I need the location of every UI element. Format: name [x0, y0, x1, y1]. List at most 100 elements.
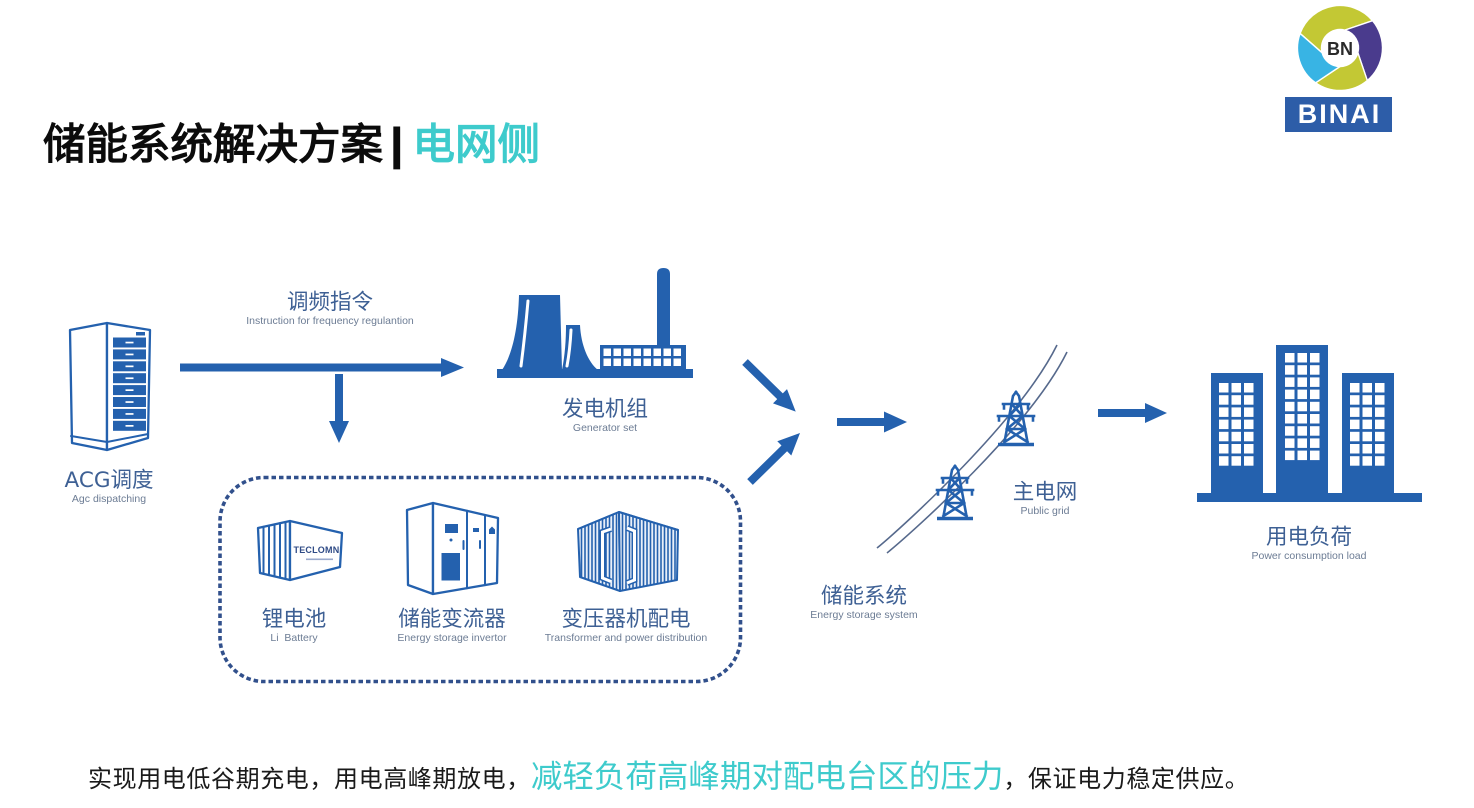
building-window — [1231, 383, 1241, 393]
building-window — [1375, 395, 1385, 405]
building-window — [1244, 456, 1254, 466]
building-window — [1297, 353, 1307, 363]
agc-dispatch-label-cn: ACG调度 — [64, 468, 154, 493]
building-window — [1375, 407, 1385, 417]
building-window — [1310, 389, 1320, 400]
building-window — [1219, 407, 1229, 417]
logo-blade-left — [1296, 32, 1341, 84]
building-window — [1285, 438, 1295, 448]
transformer-label-cn: 变压器机配电 — [561, 607, 691, 632]
transformer-label-en: Transformer and power distribution — [544, 632, 708, 644]
power-line-upper — [876, 344, 1058, 549]
container-brand-mark: TECLOMN — [294, 545, 340, 555]
rack-drawer-handle — [125, 377, 134, 380]
rack-drawer-handle — [125, 425, 134, 427]
storage-system-label-en: Energy storage system — [810, 609, 918, 621]
building-window — [1244, 431, 1254, 442]
load-label: 用电负荷 Power consumption load — [1252, 525, 1367, 562]
building-window — [1350, 456, 1360, 466]
building-window — [1362, 419, 1372, 430]
building-window — [1244, 407, 1254, 417]
plant-base — [497, 369, 693, 378]
plant-window — [653, 358, 661, 366]
power-line-lower — [886, 351, 1068, 554]
transformer-icon — [577, 511, 679, 592]
arrow-agc-to-generator — [180, 358, 464, 377]
footer-highlight-text: 减轻负荷高峰期对配电台区的压力 — [530, 759, 1004, 795]
cooling-tower-large-highlight — [519, 299, 530, 368]
rack-drawer-handle — [125, 413, 134, 415]
rack-drawer-handle — [125, 341, 134, 344]
building-window — [1219, 383, 1229, 393]
building-window — [1219, 431, 1229, 442]
building-window — [1362, 383, 1372, 393]
arrow-generator-to-junction — [742, 359, 796, 412]
tower-lattice — [996, 390, 1036, 444]
building-window — [1310, 450, 1320, 461]
building-window — [1350, 444, 1360, 454]
building-window — [1231, 407, 1241, 417]
buildings-icon — [1197, 345, 1422, 502]
plant-window — [663, 348, 671, 356]
page-title: 储能系统解决方案|电网侧 — [43, 120, 540, 172]
load-label-cn: 用电负荷 — [1265, 525, 1353, 550]
agc-dispatch-label-en: Agc dispatching — [71, 493, 147, 505]
building-window — [1297, 438, 1307, 448]
title-separator: | — [385, 121, 409, 170]
building-window — [1244, 419, 1254, 430]
building-window — [1285, 377, 1295, 387]
chimney — [657, 268, 670, 348]
building-window — [1297, 401, 1307, 412]
plant-window — [663, 358, 671, 366]
transmission-tower-icon — [996, 390, 1036, 447]
building-window — [1231, 419, 1241, 430]
building-windows — [1219, 353, 1385, 466]
generator-label-en: Generator set — [572, 422, 638, 434]
rack-side-panel — [68, 321, 109, 452]
plant-window — [623, 348, 631, 356]
building-window — [1297, 450, 1307, 461]
rack-plinth-line — [70, 433, 149, 443]
plant-window — [653, 348, 661, 356]
building-window — [1297, 389, 1307, 400]
cabinet-section-dividers — [466, 509, 486, 590]
building-window — [1375, 419, 1385, 430]
building-window — [1244, 444, 1254, 454]
building-window — [1219, 395, 1229, 405]
building-window — [1285, 426, 1295, 436]
building-window — [1310, 426, 1320, 436]
building-window — [1231, 431, 1241, 442]
building-window — [1310, 401, 1320, 412]
generator-label: 发电机组 Generator set — [562, 397, 648, 434]
cabinet-small-display — [473, 528, 479, 532]
frequency-command-label: 调频指令 Instruction for frequency regulanti… — [246, 290, 414, 327]
footer-tail-text: ，保证电力稳定供应。 — [1003, 765, 1250, 793]
li-battery-label-cn: 锂电池 — [261, 607, 327, 632]
building-window — [1297, 365, 1307, 375]
plant-window — [603, 348, 611, 356]
building-window — [1285, 414, 1295, 424]
plant-window — [603, 358, 611, 366]
building-window — [1285, 450, 1295, 461]
building-window — [1219, 444, 1229, 454]
li-battery-label: 锂电池 Li Battery — [262, 607, 327, 644]
load-label-en: Power consumption load — [1251, 550, 1367, 562]
battery-container-icon: TECLOMN — [256, 519, 344, 582]
building-window — [1244, 383, 1254, 393]
logo-swirl-icon — [1296, 4, 1384, 92]
rack-status-light — [136, 332, 145, 336]
inverter-label-en: Energy storage invertor — [397, 632, 507, 644]
building-window — [1310, 438, 1320, 448]
footer-lead-text: 实现用电低谷期充电，用电高峰期放电， — [88, 765, 531, 793]
public-grid-label-cn: 主电网 — [1012, 480, 1078, 505]
building-window — [1375, 456, 1385, 466]
storage-system-boundary — [218, 475, 743, 684]
plant-building — [600, 345, 686, 371]
plant-window — [673, 358, 681, 366]
arrow-storage-to-junction — [747, 433, 801, 485]
server-rack-icon — [68, 321, 152, 452]
container-tagline-mark — [306, 558, 333, 561]
building-window — [1375, 431, 1385, 442]
public-grid-label: 主电网 Public grid — [1013, 480, 1078, 517]
building-window — [1231, 444, 1241, 454]
